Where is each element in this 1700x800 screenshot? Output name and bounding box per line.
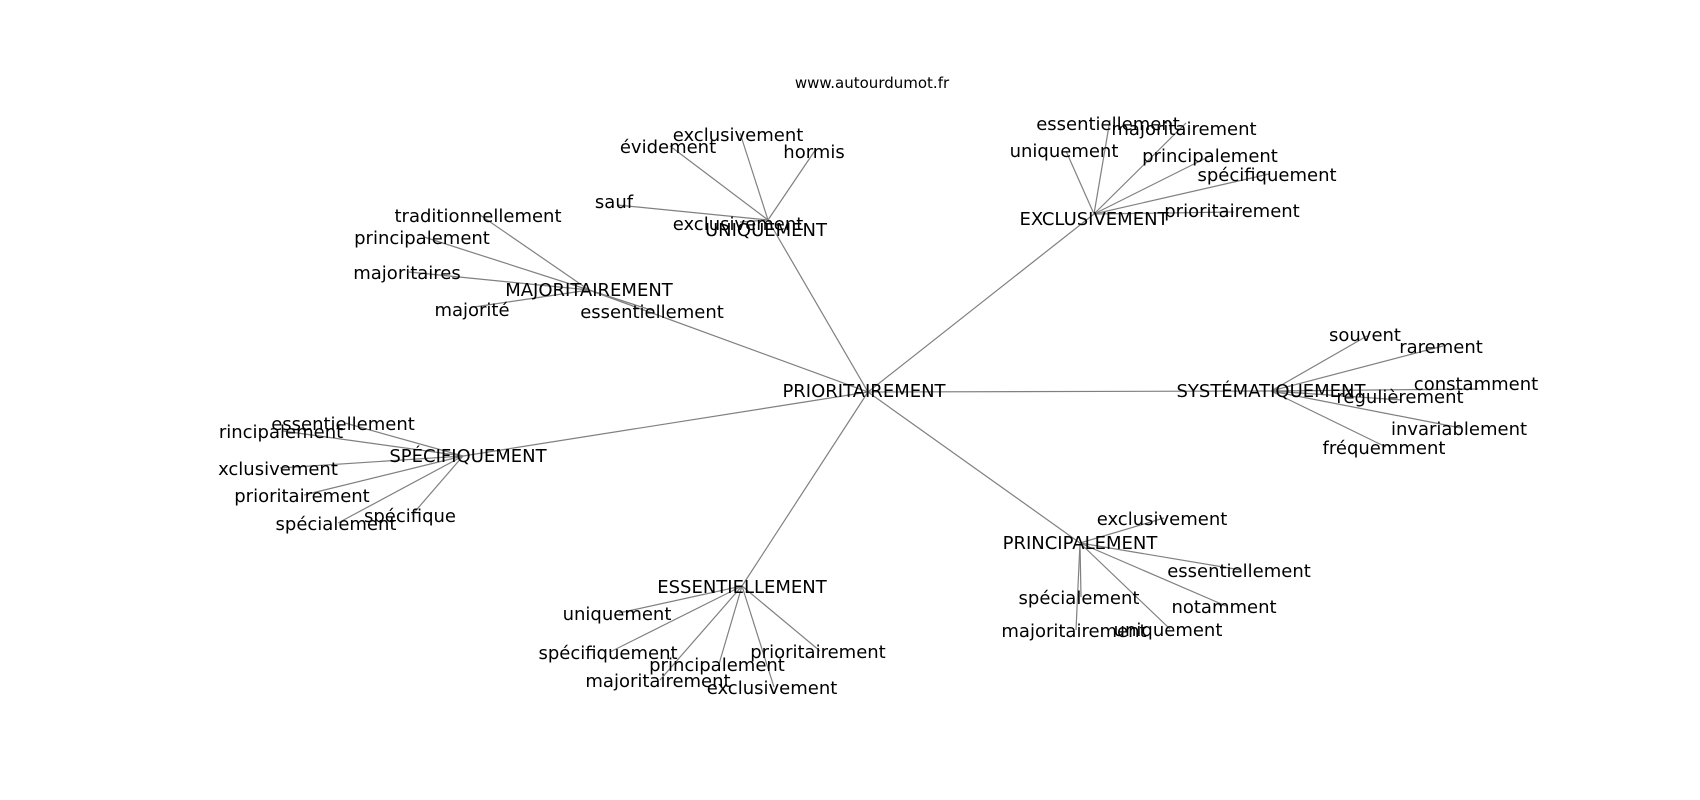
edge-hub-to-leaf — [739, 132, 769, 221]
leaf-node[interactable]: invariablement — [1391, 419, 1527, 440]
edge-hub-to-leaf — [1270, 388, 1479, 392]
leaf-node[interactable]: exclusivement — [707, 678, 838, 699]
leaf-node[interactable]: notamment — [1171, 597, 1276, 618]
edge-hub-to-leaf — [344, 422, 464, 457]
edge-hub-to-leaf — [411, 455, 464, 516]
leaf-node[interactable]: uniquement — [1010, 141, 1119, 162]
edge-center-to-hub — [588, 289, 869, 393]
leaf-node[interactable]: essentiellement — [580, 302, 724, 323]
edge-hub-to-leaf — [609, 585, 743, 653]
hub-node[interactable]: PRINCIPALEMENT — [1003, 533, 1159, 554]
edge-hub-to-leaf — [1270, 345, 1444, 392]
leaf-node[interactable]: prioritairement — [750, 642, 885, 663]
edge-hub-to-leaf — [1270, 335, 1368, 392]
leaf-node[interactable]: uniquement — [563, 604, 672, 625]
edge-hub-to-leaf — [659, 585, 743, 681]
leaf-node[interactable]: sauf — [595, 192, 634, 213]
edge-hub-to-leaf — [618, 585, 743, 614]
edge-hub-to-leaf — [279, 455, 464, 469]
edge-hub-to-leaf — [741, 585, 821, 652]
edge-hub-to-leaf — [479, 214, 590, 291]
edge-hub-to-leaf — [1093, 119, 1111, 215]
leaf-node[interactable]: spécifique — [364, 506, 456, 527]
edge-center-to-hub — [741, 391, 869, 587]
leaf-node[interactable]: essentiellement — [1167, 561, 1311, 582]
leaf-node[interactable]: exclusivement — [673, 214, 804, 235]
edge-hub-to-leaf — [1075, 542, 1081, 631]
edge-layer — [279, 119, 1479, 688]
edge-hub-to-leaf — [767, 148, 817, 221]
edge-hub-to-leaf — [423, 236, 590, 291]
leaf-node[interactable]: principalement — [1142, 146, 1278, 167]
leaf-node[interactable]: uniquement — [1114, 620, 1223, 641]
leaf-node[interactable]: évidement — [620, 137, 716, 158]
leaf-node[interactable]: majorité — [434, 300, 509, 321]
edge-hub-to-leaf — [1270, 390, 1403, 401]
edge-hub-to-leaf — [1270, 390, 1387, 448]
leaf-node[interactable]: spécialement — [1019, 588, 1140, 609]
leaf-node[interactable]: spécifiquement — [538, 643, 677, 664]
edge-hub-to-leaf — [616, 204, 769, 221]
edge-hub-to-leaf — [303, 455, 464, 496]
edge-center-to-hub — [767, 219, 869, 393]
edge-hub-to-leaf — [588, 289, 655, 312]
edge-hub-to-leaf — [1093, 122, 1187, 215]
edge-hub-to-leaf — [739, 219, 769, 223]
edge-center-to-hub — [462, 391, 869, 457]
edge-hub-to-leaf — [1079, 517, 1165, 544]
edge-center-to-hub — [867, 390, 1272, 393]
leaf-node[interactable]: xclusivement — [218, 459, 338, 480]
edge-hub-to-leaf — [473, 289, 590, 308]
leaf-node[interactable]: exclusivement — [673, 125, 804, 146]
leaf-node[interactable]: rincipalement — [219, 422, 343, 443]
leaf-node[interactable]: régulièrement — [1336, 387, 1463, 408]
hub-node[interactable]: ESSENTIELLEMENT — [657, 577, 828, 598]
leaf-node[interactable]: essentiellement — [1036, 114, 1180, 135]
leaf-node[interactable]: prioritairement — [1164, 201, 1299, 222]
leaf-node[interactable]: spécifiquement — [1197, 165, 1336, 186]
leaf-node[interactable]: majoritairement — [585, 671, 730, 692]
leaf-node[interactable]: prioritairement — [234, 486, 369, 507]
label-layer: www.autourdumot.fr PRIORITAIREMENT UNIQU… — [218, 74, 1538, 699]
leaf-node[interactable]: constamment — [1414, 374, 1538, 395]
edge-hub-to-leaf — [1093, 211, 1235, 215]
leaf-node[interactable]: rarement — [1399, 337, 1483, 358]
edge-hub-to-leaf — [1079, 542, 1171, 630]
edge-center-to-hub — [867, 213, 1095, 393]
leaf-node[interactable]: exclusivement — [1097, 509, 1228, 530]
center-node[interactable]: PRIORITAIREMENT — [782, 381, 946, 402]
edge-hub-to-leaf — [1093, 173, 1270, 215]
hub-node[interactable]: SPÉCIFIQUEMENT — [389, 445, 547, 467]
edge-hub-to-leaf — [741, 585, 775, 688]
edge-hub-to-leaf — [408, 271, 590, 291]
leaf-node[interactable]: principalement — [649, 655, 785, 676]
hub-node[interactable]: EXCLUSIVEMENT — [1019, 209, 1169, 230]
leaf-node[interactable]: majoritaires — [353, 263, 461, 284]
edge-hub-to-leaf — [1093, 154, 1213, 215]
leaf-node[interactable]: traditionnellement — [394, 206, 561, 227]
hub-node[interactable]: SYSTÉMATIQUEMENT — [1176, 380, 1366, 402]
leaf-node[interactable]: essentiellement — [271, 414, 415, 435]
edge-hub-to-leaf — [1079, 542, 1227, 607]
edge-center-to-hub — [867, 391, 1081, 544]
hub-node[interactable]: UNIQUEMENT — [705, 220, 828, 241]
leaf-node[interactable]: hormis — [783, 142, 844, 163]
leaf-node[interactable]: fréquemment — [1323, 438, 1446, 459]
leaf-node[interactable]: souvent — [1329, 325, 1401, 346]
leaf-node[interactable]: spécialement — [276, 514, 397, 535]
edge-hub-to-leaf — [337, 455, 464, 524]
edge-hub-to-leaf — [1270, 390, 1462, 429]
hub-node[interactable]: MAJORITAIREMENT — [505, 280, 674, 301]
leaf-node[interactable]: majoritairement — [1111, 119, 1256, 140]
leaf-node[interactable]: majoritairement — [1001, 621, 1146, 642]
leaf-node[interactable]: principalement — [354, 228, 490, 249]
edge-hub-to-leaf — [282, 430, 464, 457]
edge-hub-to-leaf — [669, 145, 769, 221]
edge-hub-to-leaf — [718, 585, 743, 665]
edge-hub-to-leaf — [1079, 542, 1242, 571]
edge-hub-to-leaf — [1065, 150, 1095, 215]
source-label[interactable]: www.autourdumot.fr — [795, 74, 950, 92]
